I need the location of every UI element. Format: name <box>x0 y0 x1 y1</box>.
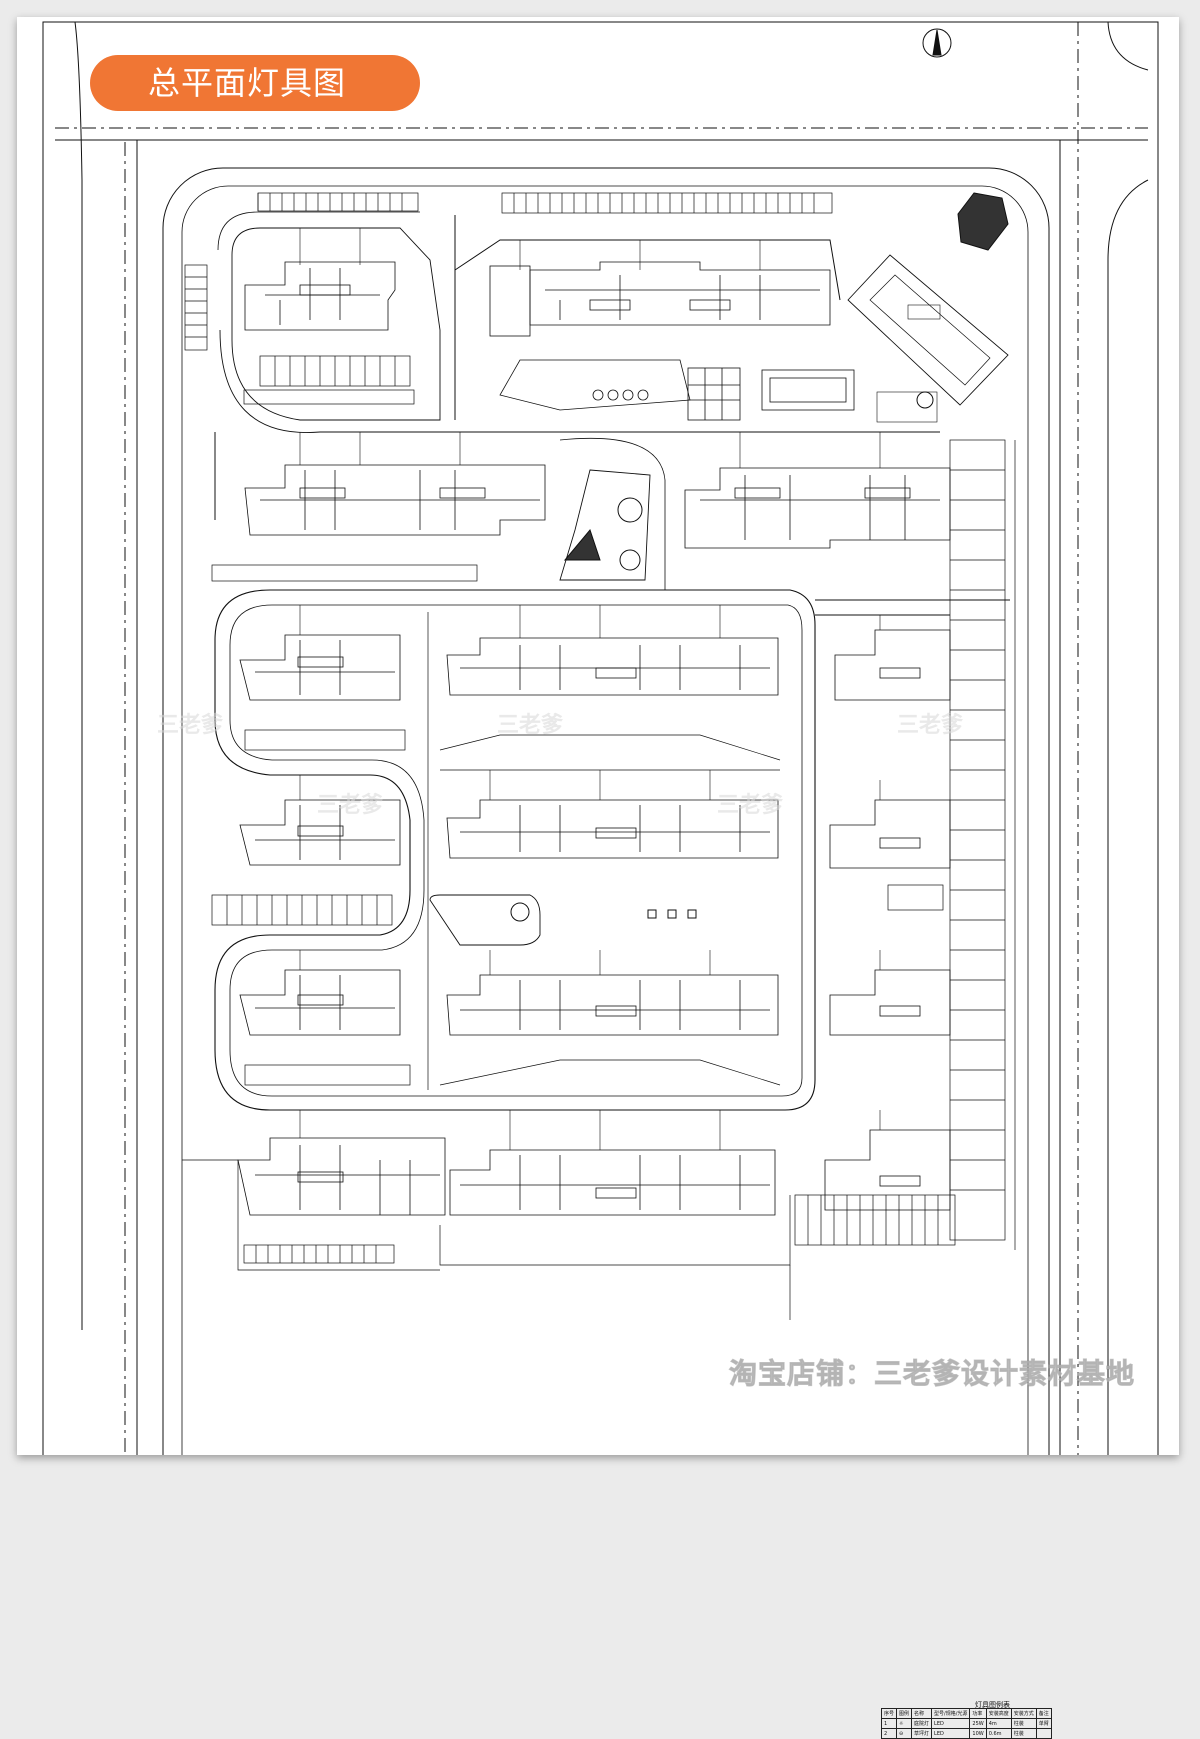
legend-cell <box>1035 1728 1052 1739</box>
legend-cell: 10W <box>969 1728 987 1739</box>
building-cluster-middle <box>239 629 951 1036</box>
legend-header-cell: 型号/规格/光源 <box>931 1708 971 1719</box>
legend-cell: 庭院灯 <box>911 1718 933 1729</box>
legend-header-cell: 功率 <box>969 1708 987 1719</box>
site-boundary <box>162 167 1050 1455</box>
legend-header-row: 序号 图例 名称 型号/规格/光源 功率 安装高度 安装方式 备注 <box>880 1708 1052 1719</box>
north-arrow-icon <box>922 28 952 58</box>
legend-header-cell: 备注 <box>1035 1708 1052 1719</box>
building-cluster-row2 <box>244 464 951 549</box>
drawing-title-badge: 总平面灯具图 <box>90 55 420 111</box>
building-cluster-top <box>244 261 831 337</box>
watermark-text: 三老爹 <box>897 713 964 738</box>
site-plan-drawing <box>42 21 1159 1455</box>
legend-table: 序号 图例 名称 型号/规格/光源 功率 安装高度 安装方式 备注 1 ☼ 庭院… <box>880 1708 1052 1739</box>
watermark-text: 三老爹 <box>717 793 784 818</box>
building-cluster-bottom <box>237 1129 951 1216</box>
legend-cell: 4m <box>985 1718 1012 1729</box>
legend-cell: 单臂 <box>1035 1718 1052 1729</box>
lawn-lamp-symbol-icon: ⊖ <box>896 1728 913 1739</box>
legend-header-cell: 图例 <box>896 1708 913 1719</box>
watermark-text: 三老爹 <box>497 713 564 738</box>
legend-header-cell: 安装高度 <box>985 1708 1012 1719</box>
road-centerlines <box>55 22 1148 1455</box>
legend-cell: 草坪灯 <box>911 1728 933 1739</box>
legend-row: 1 ☼ 庭院灯 LED 25W 4m 柱装 单臂 <box>880 1718 1052 1729</box>
legend-row: 2 ⊖ 草坪灯 LED 10W 0.6m 柱装 <box>880 1728 1052 1739</box>
legend-cell: LED <box>931 1718 971 1729</box>
legend-cell: 柱装 <box>1010 1728 1037 1739</box>
lighting-circuits <box>299 228 1061 1250</box>
legend-cell: 2 <box>880 1728 898 1739</box>
lamp-symbol-icon: ☼ <box>896 1718 913 1729</box>
legend-cell: 25W <box>969 1718 987 1729</box>
legend-cell: 0.6m <box>985 1728 1012 1739</box>
drawing-sheet: 总平面灯具图 淘宝店铺：三老爹设计素材基地 三老爹 三老爹 三老爹 三老爹 三老… <box>17 17 1179 1739</box>
drawing-border <box>42 21 1159 1455</box>
legend-header-cell: 序号 <box>880 1708 898 1719</box>
legend-header-cell: 安装方式 <box>1010 1708 1037 1719</box>
watermark-text: 三老爹 <box>157 713 224 738</box>
pavilion-icon <box>957 192 1009 251</box>
watermark-text: 三老爹 <box>317 793 384 818</box>
legend-header-cell: 名称 <box>911 1708 933 1719</box>
drawing-title: 总平面灯具图 <box>148 64 347 102</box>
legend-cell: LED <box>931 1728 971 1739</box>
legend-cell: 1 <box>880 1718 898 1729</box>
shop-watermark: 淘宝店铺：三老爹设计素材基地 <box>728 1357 1136 1391</box>
legend-cell: 柱装 <box>1010 1718 1037 1729</box>
